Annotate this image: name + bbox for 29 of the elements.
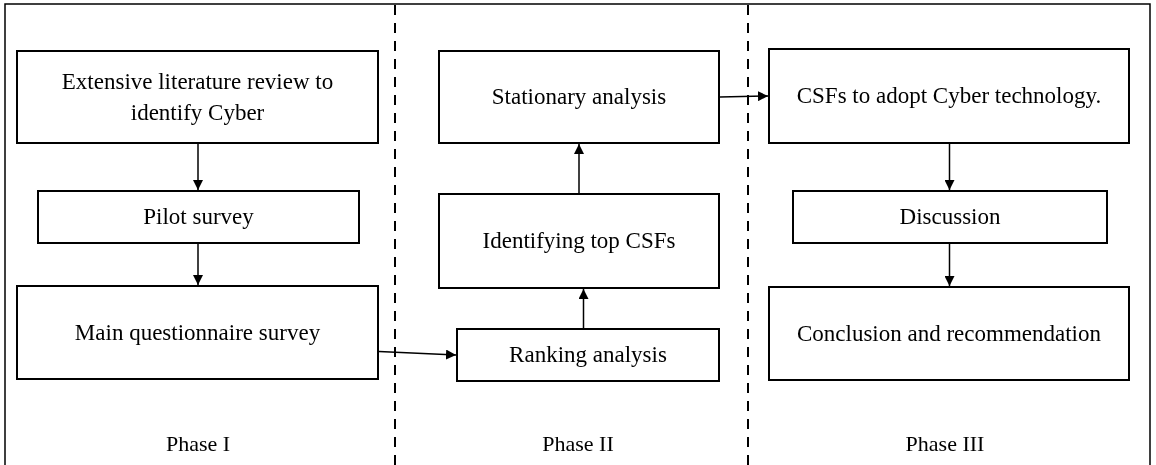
arrow <box>944 243 955 287</box>
process-box <box>16 50 379 144</box>
box-label: Ranking analysis <box>509 341 667 370</box>
phase-label: Phase I <box>165 431 231 457</box>
process-box <box>16 285 379 380</box>
arrow <box>378 349 457 360</box>
box-label: Discussion <box>899 203 1001 232</box>
box-label: Identifying top CSFs <box>482 227 676 256</box>
phase-label: Phase II <box>542 431 614 457</box>
phase-label: Phase III <box>905 431 985 457</box>
box-label: Extensive literature review to identify Cyber <box>60 67 335 127</box>
box-label: CSFs to adopt Cyber technology. <box>796 82 1102 111</box>
box-label: Stationary analysis <box>491 83 667 112</box>
process-box <box>438 50 720 144</box>
arrow <box>193 243 203 286</box>
arrow <box>578 288 589 329</box>
process-box <box>37 190 360 244</box>
arrow <box>574 143 584 194</box>
box-label: Conclusion and recommendation <box>796 319 1101 348</box>
process-box <box>456 328 720 382</box>
process-box <box>768 286 1130 381</box>
process-box <box>438 193 720 289</box>
box-label: Pilot survey <box>143 203 254 232</box>
arrow <box>719 91 769 102</box>
arrow <box>944 143 955 191</box>
process-box <box>768 48 1130 144</box>
process-box <box>792 190 1108 244</box>
arrow <box>193 143 203 191</box>
box-label: Main questionnaire survey <box>74 318 321 347</box>
